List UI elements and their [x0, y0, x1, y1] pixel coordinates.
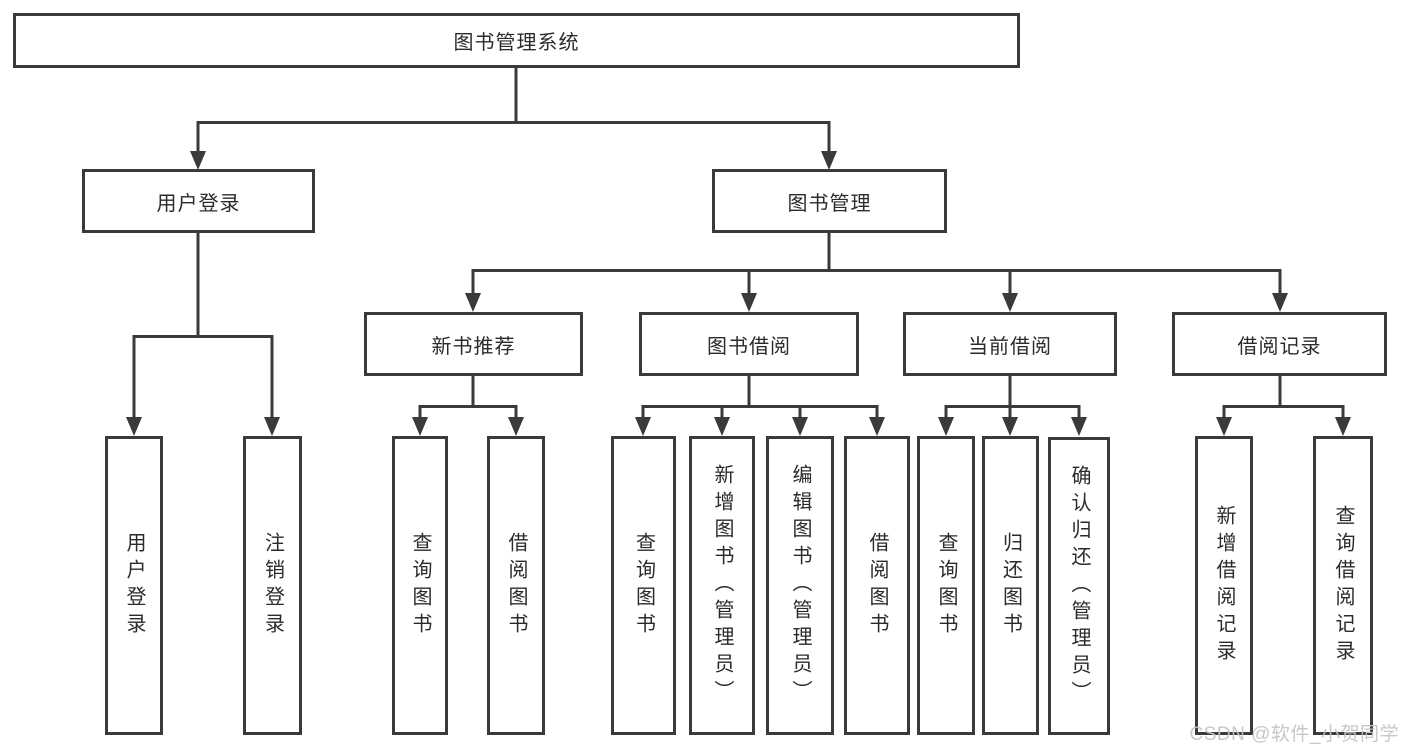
node-new-book-recommend: 新书推荐: [364, 312, 583, 376]
node-borrowing-records: 借阅记录: [1172, 312, 1387, 376]
leaf-add-borrow-record: 新增借阅记录: [1195, 436, 1253, 735]
leaf-add-books-admin-label: 新增图书（管理员）: [711, 464, 733, 707]
leaf-add-books-admin: 新增图书（管理员）: [689, 436, 755, 735]
leaf-edit-books-admin: 编辑图书（管理员）: [766, 436, 834, 735]
connector-book-borrowing: [635, 376, 885, 436]
node-root: 图书管理系统: [13, 13, 1020, 68]
connector-root: [190, 68, 837, 170]
node-borrowing-records-label: 借阅记录: [1237, 335, 1322, 358]
leaf-borrow-books-new: 借阅图书: [487, 436, 545, 735]
leaf-query-books-borrow: 查询图书: [611, 436, 676, 735]
leaf-logout-label: 注销登录: [261, 531, 284, 640]
connector-new-book-recommend: [412, 376, 524, 436]
connector-borrowing-records: [1216, 376, 1351, 436]
node-book-borrowing-label: 图书借阅: [707, 335, 791, 358]
leaf-query-books-new-label: 查询图书: [409, 531, 431, 640]
leaf-query-books-current-label: 查询图书: [935, 531, 957, 640]
csdn-watermark: CSDN @软件_小贺同学: [1189, 724, 1399, 745]
node-book-management-label: 图书管理: [787, 192, 872, 215]
leaf-logout: 注销登录: [243, 436, 302, 735]
node-user-login: 用户登录: [82, 169, 315, 233]
leaf-borrow-books-borrow-label: 借阅图书: [866, 531, 888, 640]
connector-book-management: [465, 233, 1288, 312]
node-user-login-label: 用户登录: [156, 192, 241, 215]
node-current-borrowing-label: 当前借阅: [968, 335, 1052, 358]
leaf-user-login-label: 用户登录: [123, 531, 145, 640]
leaf-add-borrow-record-label: 新增借阅记录: [1213, 504, 1235, 667]
node-book-borrowing: 图书借阅: [639, 312, 859, 376]
connector-current-borrowing: [938, 376, 1087, 436]
leaf-query-books-current: 查询图书: [917, 436, 975, 735]
leaf-confirm-return-admin: 确认归还（管理员）: [1048, 437, 1110, 735]
node-new-book-recommend-label: 新书推荐: [431, 335, 516, 358]
leaf-return-books-label: 归还图书: [999, 531, 1022, 640]
connector-user-login: [126, 233, 280, 436]
leaf-edit-books-admin-label: 编辑图书（管理员）: [789, 464, 811, 707]
node-current-borrowing: 当前借阅: [903, 312, 1117, 376]
leaf-query-borrow-record: 查询借阅记录: [1313, 436, 1373, 735]
leaf-user-login: 用户登录: [105, 436, 163, 735]
leaf-confirm-return-admin-label: 确认归还（管理员）: [1068, 464, 1090, 708]
leaf-borrow-books-borrow: 借阅图书: [844, 436, 910, 735]
leaf-query-books-borrow-label: 查询图书: [632, 531, 655, 640]
node-book-management: 图书管理: [712, 169, 947, 233]
leaf-query-books-new: 查询图书: [392, 436, 448, 735]
node-root-label: 图书管理系统: [453, 32, 580, 54]
leaf-borrow-books-new-label: 借阅图书: [505, 531, 527, 640]
leaf-return-books: 归还图书: [982, 436, 1039, 735]
leaf-query-borrow-record-label: 查询借阅记录: [1332, 504, 1354, 667]
